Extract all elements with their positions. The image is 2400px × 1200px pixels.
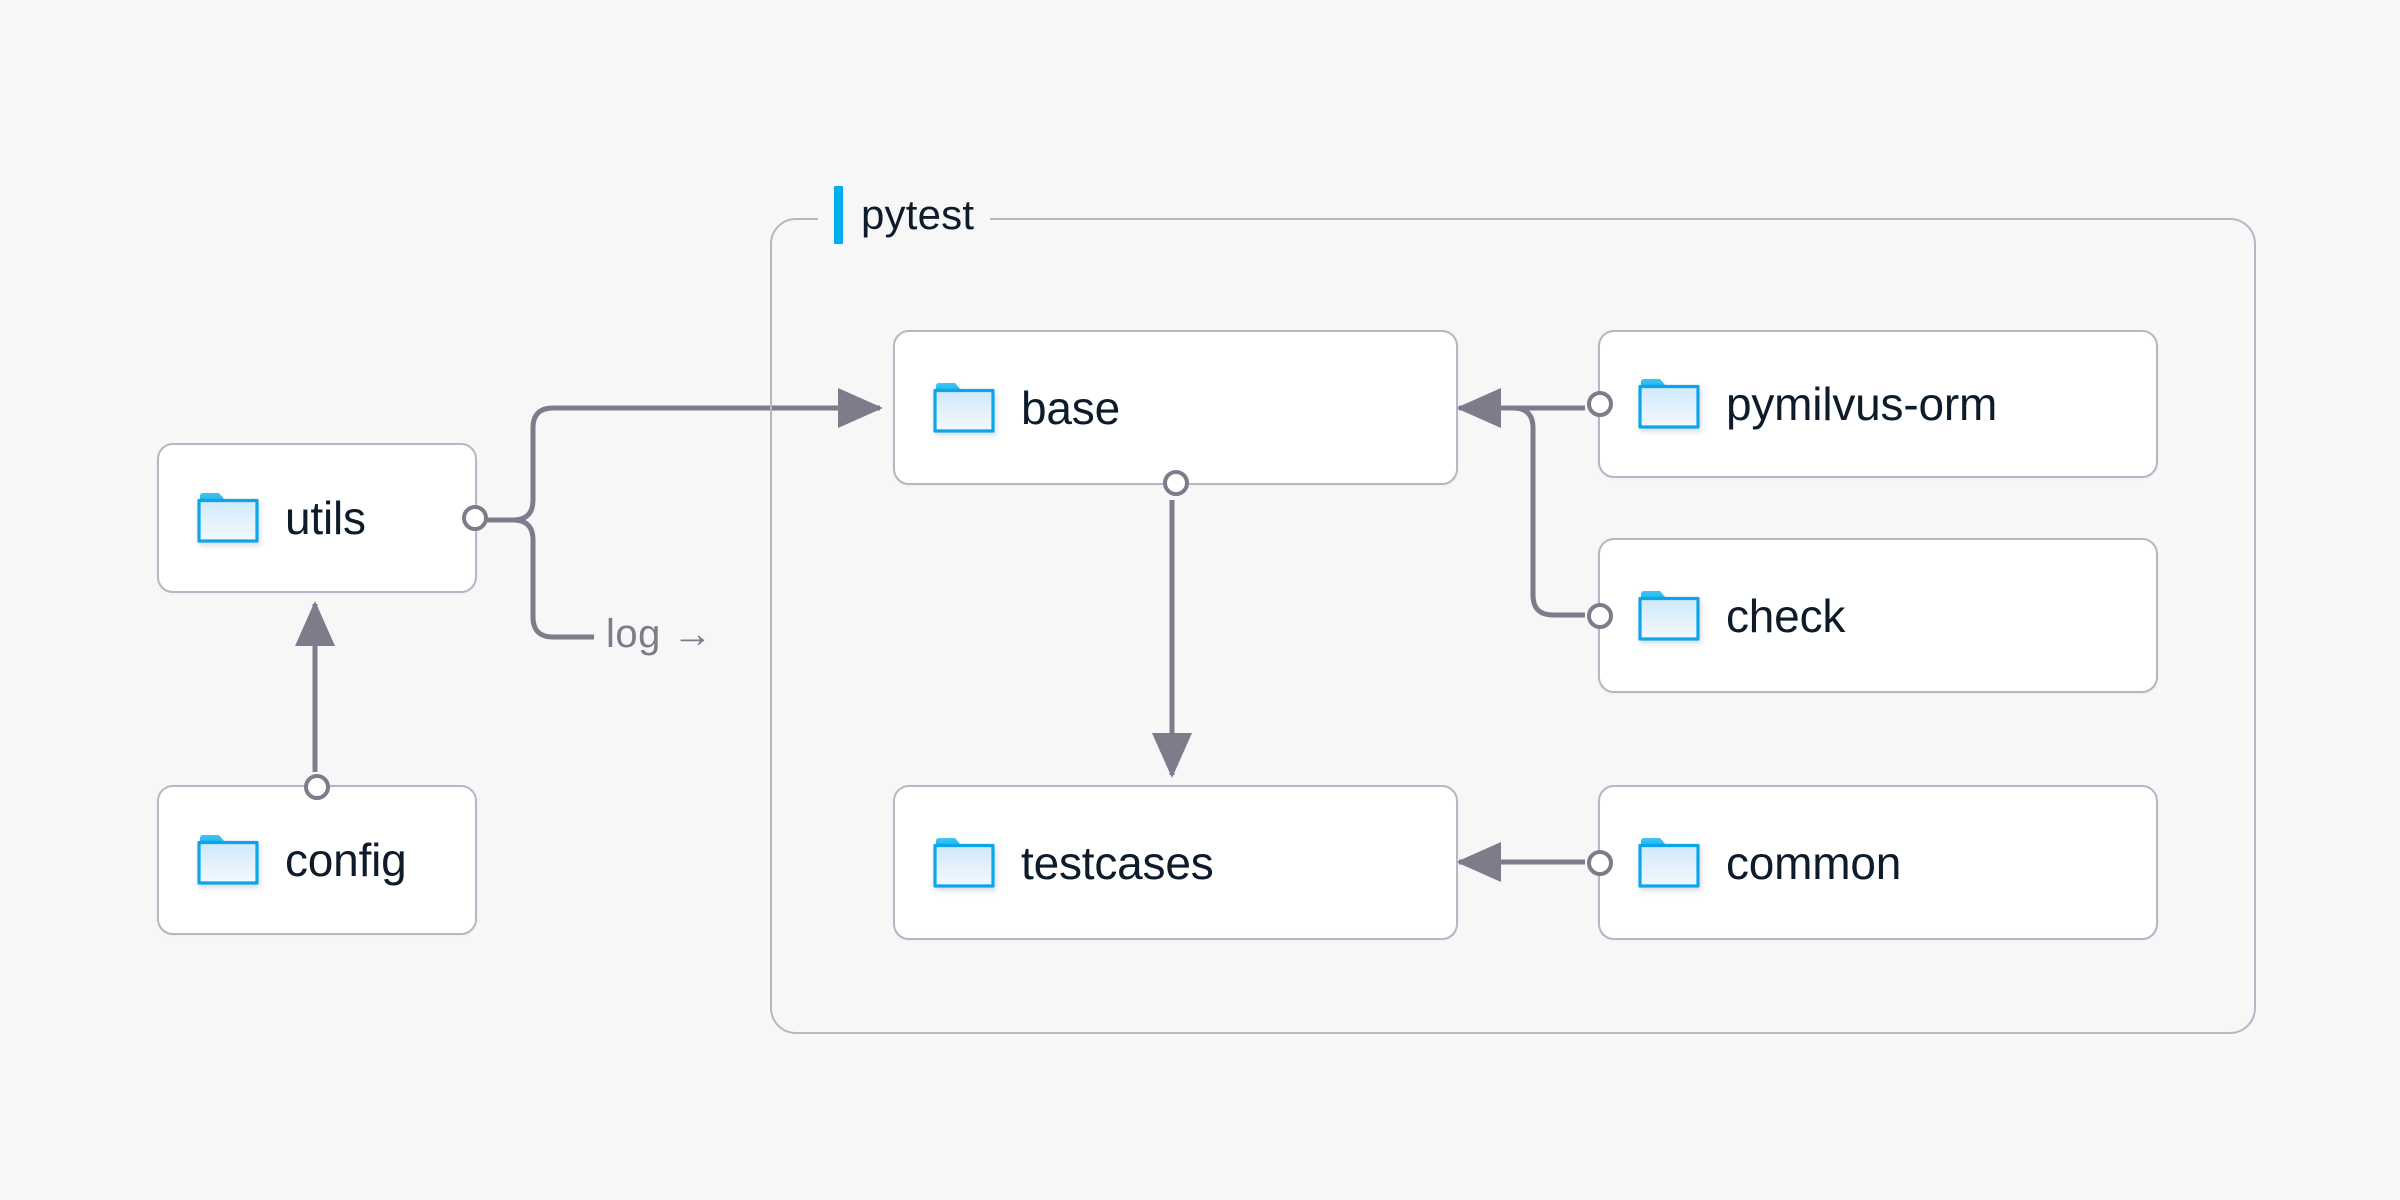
node-label-testcases: testcases [1021,836,1214,889]
edge-utils-log [470,517,594,640]
folder-icon [1638,379,1700,429]
node-common[interactable]: common [1587,785,2158,940]
node-label-config: config [285,834,407,886]
group-pytest-label: pytest [818,186,991,244]
port-config-top[interactable] [304,774,330,800]
node-label-base: base [1021,381,1120,434]
group-title-text: pytest [861,191,975,238]
node-label-utils: utils [285,492,366,544]
folder-icon [933,837,995,888]
node-utils[interactable]: utils [157,443,488,593]
node-config[interactable]: config [157,774,477,935]
port-utils-right[interactable] [462,505,488,531]
node-label-check: check [1726,589,1846,642]
port-pymilvus-orm-left[interactable] [1587,391,1613,417]
group-pytest-container [770,218,2256,1034]
node-base[interactable]: base [893,330,1458,496]
node-label-common: common [1726,836,1902,889]
port-check-left[interactable] [1587,602,1613,629]
node-label-pymilvus-orm: pymilvus-orm [1726,378,1998,430]
port-base-bottom[interactable] [1162,470,1189,496]
folder-icon [197,493,259,543]
node-check[interactable]: check [1587,538,2158,693]
folder-icon [933,382,995,433]
folder-icon [1638,590,1700,641]
folder-icon [197,835,259,885]
port-common-left[interactable] [1587,849,1613,876]
edge-label-log: log → [606,612,713,656]
node-pymilvus-orm[interactable]: pymilvus-orm [1587,330,2158,478]
folder-icon [1638,837,1700,888]
node-testcases[interactable]: testcases [893,785,1458,940]
group-accent-bar [834,186,843,244]
